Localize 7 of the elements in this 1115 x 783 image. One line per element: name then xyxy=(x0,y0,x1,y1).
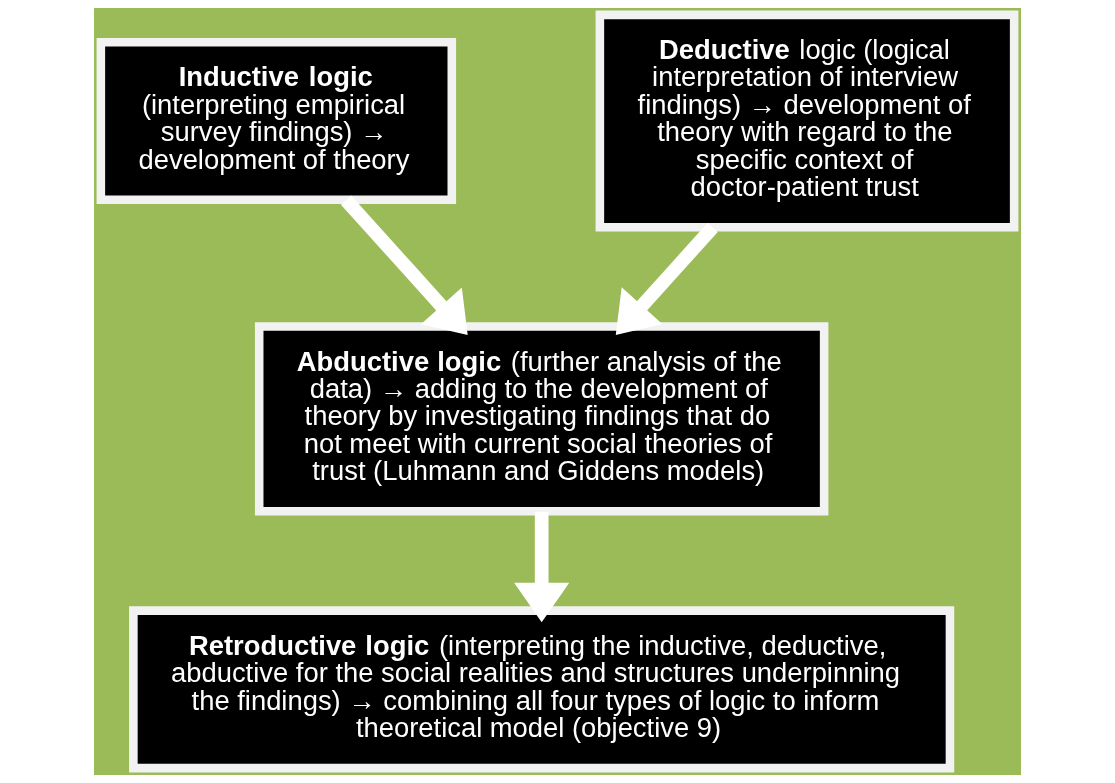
arrow xyxy=(340,195,468,336)
arrow xyxy=(615,222,718,335)
node-box: Retroductive logic (interpreting the inductive, deductive, abductive for the social realities and structures underpinning the findings) → combining all four types of logic to inform theoretical model (objective 9) xyxy=(129,606,955,773)
node-box: Deductive logic (logical interpretation of interview findings) → development of theory with regard to the specific context of doctor-patient trust xyxy=(595,10,1019,232)
node-box: Inductive logic (interpreting empirical survey findings) → development of theory xyxy=(96,38,457,205)
node-box: Abductive logic (further analysis of the data) → adding to the development of theory by investigating findings that do not meet with current social theories of trust (Luhmann and Giddens models) xyxy=(254,322,829,516)
arrow xyxy=(514,511,570,623)
